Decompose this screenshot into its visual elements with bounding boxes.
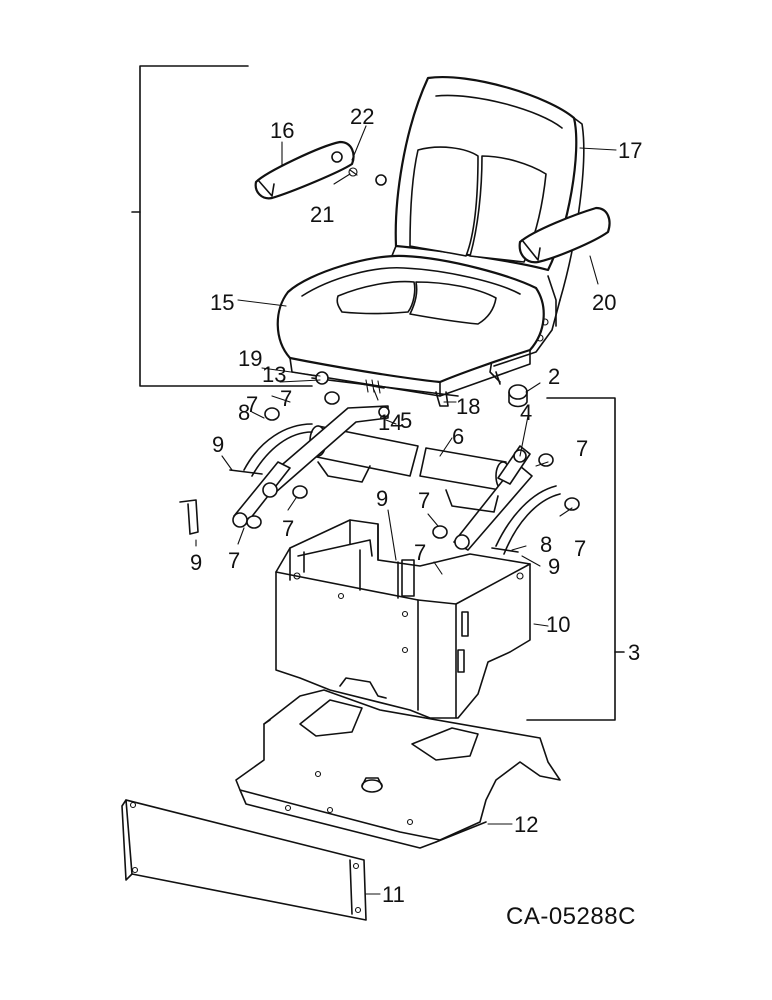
callout-2: 2 [548, 364, 560, 389]
armrest-right [518, 206, 611, 264]
cross-tube [309, 425, 511, 491]
callout-15: 15 [210, 290, 234, 315]
callout-13: 13 [262, 362, 286, 387]
callout-7e: 7 [282, 516, 294, 541]
callout-7g: 7 [574, 536, 586, 561]
callout-labels: 16 22 21 17 20 15 19 13 2 18 14 5 6 4 7 … [190, 104, 642, 907]
callout-12: 12 [514, 812, 538, 837]
scissor-link-right [453, 445, 533, 551]
leader-lines [195, 125, 617, 895]
callout-22: 22 [350, 104, 374, 129]
callout-5: 5 [400, 408, 412, 433]
callout-14: 14 [378, 410, 402, 435]
tube-brackets [317, 461, 499, 513]
callout-8b: 8 [540, 532, 552, 557]
callout-10: 10 [546, 612, 570, 637]
callout-9b: 9 [376, 486, 388, 511]
callout-7f: 7 [228, 548, 240, 573]
base-box [275, 519, 531, 719]
callout-17: 17 [618, 138, 642, 163]
assembly-bracket-right [526, 397, 625, 721]
callout-20: 20 [592, 290, 616, 315]
assembly-bracket-left [131, 65, 313, 387]
callout-7d: 7 [418, 488, 430, 513]
callout-3: 3 [628, 640, 640, 665]
callout-6: 6 [452, 424, 464, 449]
seat-back [375, 76, 585, 301]
seat-cushion [276, 254, 545, 397]
callout-7a: 7 [246, 392, 258, 417]
callout-11: 11 [382, 882, 405, 907]
callout-8a: 8 [238, 400, 250, 425]
armrest-left [254, 140, 358, 200]
callout-9a: 9 [212, 432, 224, 457]
floor-plate [235, 689, 561, 849]
callout-21: 21 [310, 202, 334, 227]
callout-9c: 9 [190, 550, 202, 575]
figure-code: CA-05288C [506, 903, 636, 930]
callout-4: 4 [520, 400, 532, 425]
callout-18: 18 [456, 394, 480, 419]
seat-slide-hardware [311, 371, 501, 407]
upper-bushings [264, 384, 528, 421]
callout-19: 19 [238, 346, 262, 371]
callout-7b: 7 [280, 386, 292, 411]
front-panel [121, 799, 367, 921]
callout-7h: 7 [414, 540, 426, 565]
scissor-link-left [232, 405, 390, 528]
callout-16: 16 [270, 118, 294, 143]
callout-9d: 9 [548, 554, 560, 579]
curved-guide-rails [243, 423, 561, 555]
callout-7c: 7 [576, 436, 588, 461]
